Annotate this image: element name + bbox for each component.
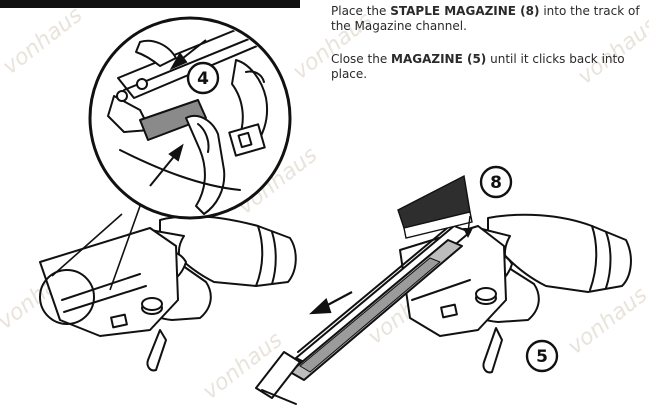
watermark: vonhaus: [563, 283, 649, 360]
instruction-step-1: Place the STAPLE MAGAZINE (8) into the t…: [331, 4, 646, 33]
instruction-1-part-name: STAPLE MAGAZINE (8): [390, 4, 540, 18]
stapler-left: [39, 215, 297, 372]
push-arrow: [309, 291, 353, 315]
watermark: vonhaus: [0, 3, 87, 80]
callout-8-label: 8: [490, 173, 502, 193]
callout-4-label: 4: [197, 69, 209, 89]
instruction-2-suffix: until it clicks back into place.: [331, 52, 625, 81]
callout-badge-4: 4: [186, 61, 220, 95]
callout-5-label: 5: [536, 347, 548, 367]
callout-badge-5: 5: [525, 339, 559, 373]
detail-connector: [51, 205, 141, 291]
stapler-right: [255, 213, 632, 405]
staple-strip: [397, 174, 473, 239]
instruction-2-prefix: Close the: [331, 52, 392, 66]
instruction-1-suffix: into the track of the Magazine channel.: [331, 4, 640, 33]
instruction-1-prefix: Place the: [331, 4, 391, 18]
callout-badge-8: 8: [479, 165, 513, 199]
header-bar: [0, 0, 300, 8]
zoom-target-circle: [39, 269, 95, 325]
instruction-step-2: Close the MAGAZINE (5) until it clicks b…: [331, 52, 646, 81]
detail-circle: [88, 16, 292, 220]
instruction-2-part-name: MAGAZINE (5): [391, 52, 487, 66]
